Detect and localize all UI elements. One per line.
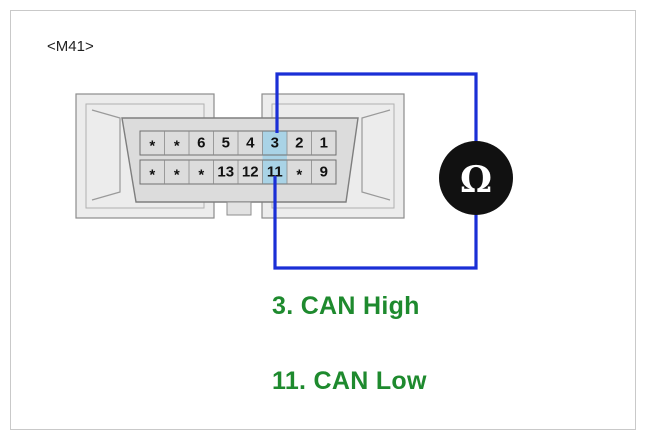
pin-13: 13 <box>217 164 234 181</box>
pin-unused: * <box>149 167 155 184</box>
pin-3: 3 <box>271 135 279 152</box>
connector-label: <M41> <box>47 38 94 55</box>
pin-2: 2 <box>295 135 303 152</box>
diagram-frame <box>10 10 636 430</box>
pin-unused: * <box>174 167 180 184</box>
pin-9: 9 <box>320 164 328 181</box>
pin-unused: * <box>296 167 302 184</box>
ohmmeter-icon <box>439 141 513 215</box>
pin-5: 5 <box>222 135 230 152</box>
legend-can-low: 11. CAN Low <box>272 367 427 395</box>
connector-rib-right <box>361 109 391 201</box>
pin-highlight <box>262 131 287 184</box>
pin-11: 11 <box>267 164 283 181</box>
pin-unused: * <box>149 138 155 155</box>
pin-unused: * <box>198 167 204 184</box>
pin-unused: * <box>174 138 180 155</box>
connector-lock-tab <box>226 201 252 216</box>
pin-1: 1 <box>320 135 328 152</box>
pin-4: 4 <box>246 135 255 152</box>
ohm-symbol: Ω <box>460 159 492 201</box>
pin-6: 6 <box>197 135 205 152</box>
connector-rib-left <box>91 109 121 201</box>
legend-can-high: 3. CAN High <box>272 292 420 320</box>
pin-12: 12 <box>242 164 259 181</box>
